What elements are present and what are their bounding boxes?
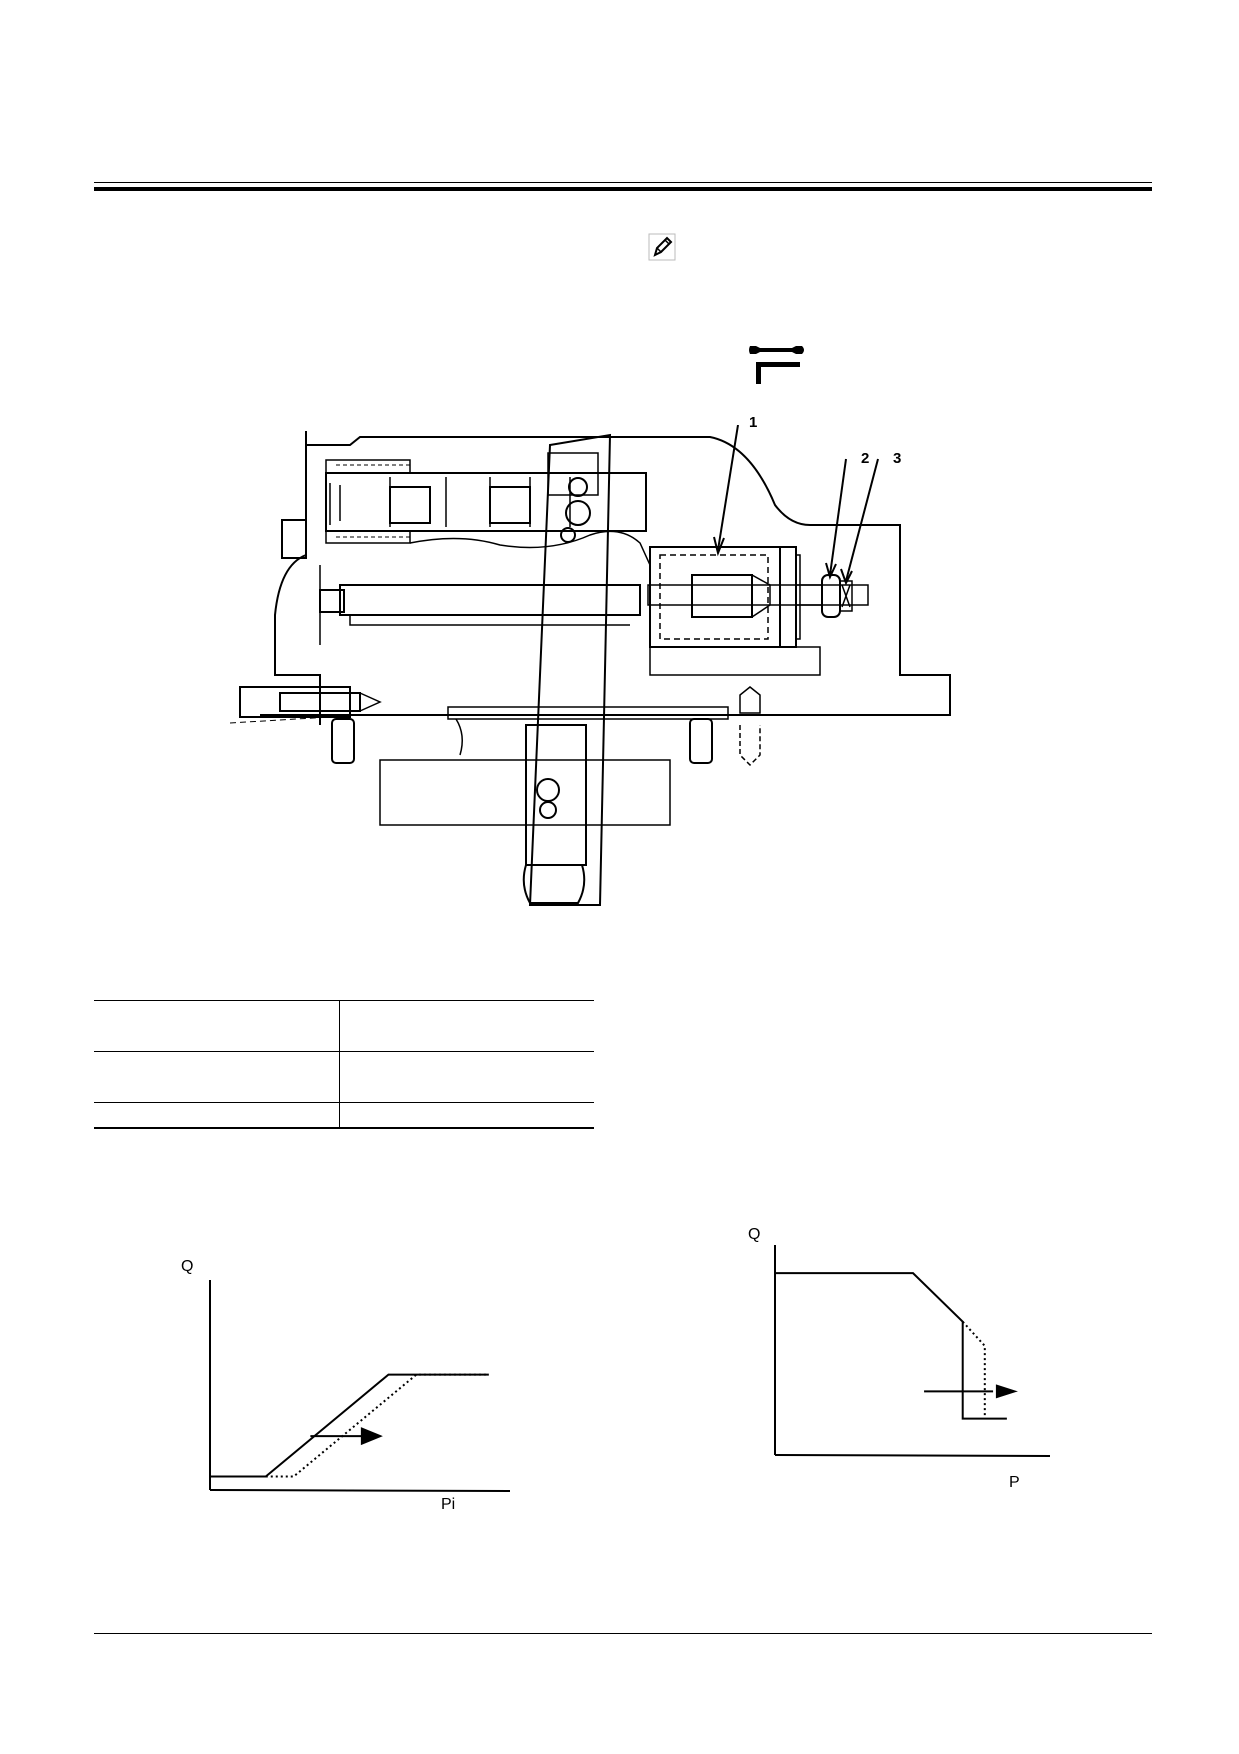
chart1-ylabel: Q	[181, 1258, 194, 1275]
spec-table	[94, 1000, 594, 1129]
callout-2: 2	[861, 450, 870, 467]
note-pencil-icon	[648, 233, 676, 261]
callout-3: 3	[893, 450, 902, 467]
series-line-solid	[210, 1373, 489, 1478]
table-row	[94, 1051, 594, 1103]
table-cell	[94, 1102, 340, 1129]
series-line-dotted	[961, 1320, 986, 1419]
table-cell	[94, 1000, 340, 1052]
x-axis	[774, 1454, 1051, 1457]
x-axis	[209, 1489, 511, 1492]
series-line-solid	[775, 1272, 1007, 1420]
chart1-xlabel: Pi	[441, 1496, 456, 1513]
chart2-xlabel: P	[1009, 1474, 1020, 1491]
shift-arrow-head	[995, 1384, 1018, 1399]
table-row	[94, 1000, 594, 1052]
pump-regulator-diagram	[230, 425, 951, 906]
callout-1: 1	[749, 414, 758, 431]
table-row	[94, 1102, 594, 1129]
series-line-dotted	[265, 1373, 489, 1478]
table-cell	[339, 1051, 594, 1103]
table-cell	[339, 1000, 594, 1052]
chart-q-vs-p	[774, 1245, 1051, 1457]
table-cell	[339, 1102, 594, 1129]
wrench-hex-key-icon	[749, 346, 804, 384]
table-cell	[94, 1051, 340, 1103]
header-rule	[94, 187, 1152, 191]
chart2-ylabel: Q	[748, 1226, 761, 1243]
shift-arrow-head	[360, 1427, 383, 1446]
chart-q-vs-pi	[209, 1280, 511, 1492]
header-rule-thin	[94, 182, 1152, 183]
footer-rule	[94, 1633, 1152, 1634]
